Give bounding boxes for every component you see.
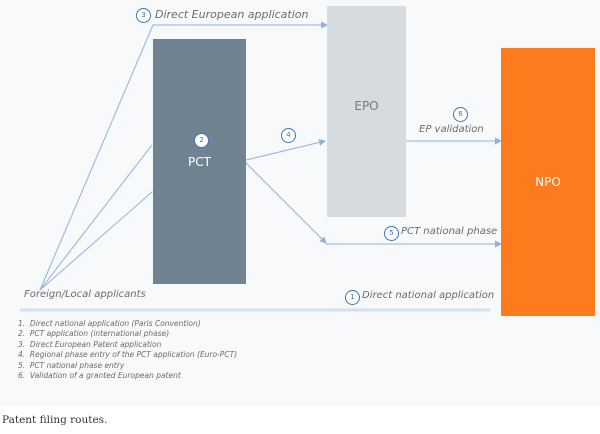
patent-routes-diagram: PCT EPO NPO 3 Direct European applicatio…: [18, 6, 595, 381]
route-1-label: Direct national application: [362, 290, 495, 301]
route-5-arrow-diagonal: [245, 162, 327, 244]
applicants-label: Foreign/Local applicants: [24, 289, 146, 300]
epo-box: EPO: [327, 6, 406, 217]
route-legend: 1. Direct national application (Paris Co…: [18, 319, 237, 381]
npo-box: NPO: [501, 48, 595, 316]
route-4-badge: 4: [281, 128, 296, 143]
legend-item-1: 1. Direct national application (Paris Co…: [18, 319, 201, 328]
pct-box: PCT: [153, 39, 246, 284]
legend-item-5: 5. PCT national phase entry: [18, 360, 125, 370]
route-2-badge: 2: [194, 133, 209, 148]
route-6-badge: 6: [453, 107, 468, 122]
legend-item-4: 4. Regional phase entry of the PCT appli…: [18, 350, 238, 360]
route-5-label: PCT national phase: [401, 226, 498, 237]
pct-label: PCT: [188, 154, 211, 169]
epo-label: EPO: [354, 98, 379, 113]
route-2-arrow-lower: [39, 191, 153, 291]
route-5-badge: 5: [384, 226, 399, 241]
route-3-arrow: [39, 21, 328, 291]
legend-item-3: 3. Direct European Patent application: [18, 339, 162, 349]
route-arrows: [20, 21, 502, 312]
route-3-label: Direct European application: [155, 8, 309, 21]
route-4-arrow: [245, 139, 326, 161]
npo-label: NPO: [535, 175, 561, 189]
legend-item-2: 2. PCT application (international phase): [18, 329, 170, 339]
route-1-badge: 1: [345, 290, 360, 305]
route-6-label: EP validation: [419, 124, 484, 135]
legend-item-6: 6. Validation of a granted European pate…: [18, 371, 181, 381]
route-3-badge: 3: [136, 8, 151, 23]
route-2-arrow-upper: [39, 144, 153, 291]
figure-caption: Patent filing routes.: [2, 414, 108, 426]
